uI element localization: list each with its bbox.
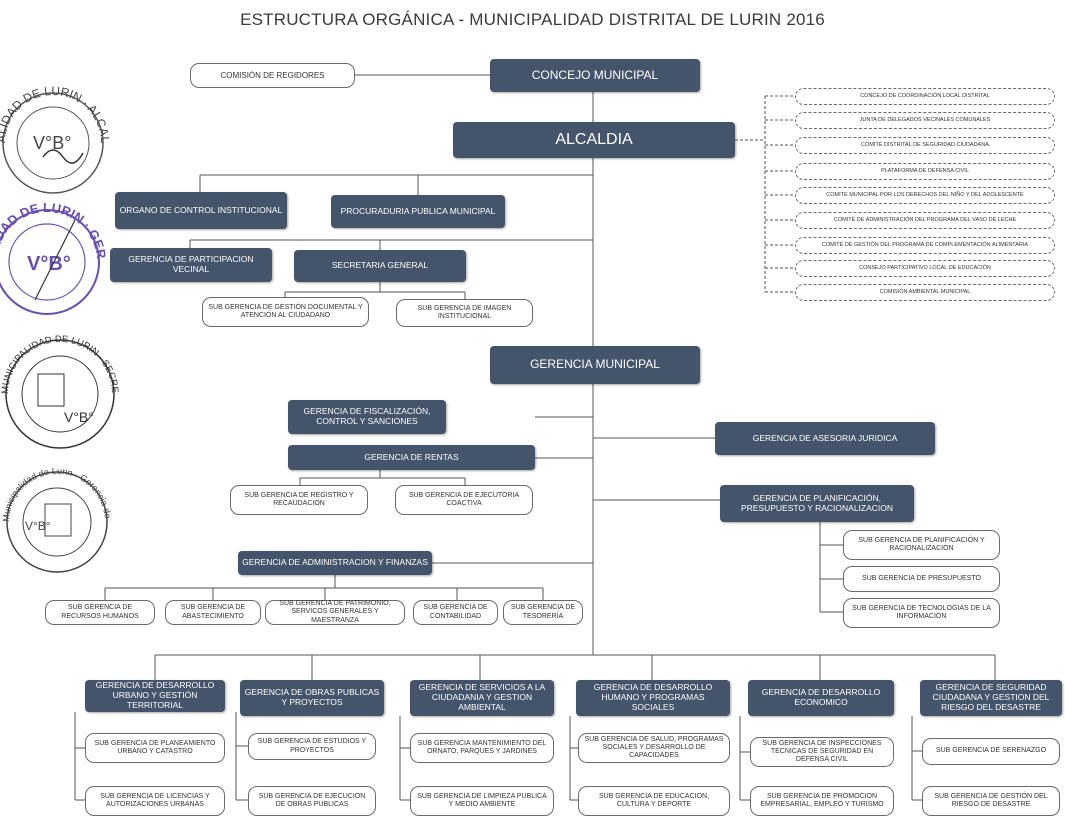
sub-imagen-institucional-box: SUB GERENCIA DE IMAGEN INSTITUCIONAL: [396, 299, 533, 327]
consultivo-item: CONSEJO PARTICIPATIVO LOCAL DE EDUCACIÓN: [795, 260, 1055, 277]
gerencia-seguridad-ciudadana-box: GERENCIA DE SEGURIDAD CIUDADANA Y GESTIO…: [920, 680, 1062, 716]
sub-planeamiento-box: SUB GERENCIA DE PLANEAMIENTO URBANO Y CA…: [85, 733, 225, 763]
sub-contabilidad-box: SUB GERENCIA DE CONTABILIDAD: [413, 600, 498, 625]
procuraduria-box: PROCURADURIA PUBLICA MUNICIPAL: [331, 195, 505, 228]
consultivo-item: COMITÉ DISTRITAL DE SEGURIDAD CIUDADANA: [795, 137, 1055, 154]
svg-text:V°B°: V°B°: [25, 519, 51, 533]
sub-gestion-documental-box: SUB GERENCIA DE GESTIÓN DOCUMENTAL Y ATE…: [202, 297, 369, 327]
planificacion-box: GERENCIA DE PLANIFICACIÓN, PRESUPUESTO Y…: [720, 485, 914, 522]
gerencia-servicios-ciudadania-box: GERENCIA DE SERVICIOS A LA CIUDADANIA Y …: [410, 680, 554, 716]
asesoria-seal-stamp: Municipalidad de Lurin · Gerencia de Ase…: [0, 460, 113, 573]
chart-title: ESTRUCTURA ORGÁNICA - MUNICIPALIDAD DIST…: [240, 10, 825, 29]
sub-tecnologias-box: SUB GERENCIA DE TECNOLOGIAS DE LA INFORM…: [843, 598, 1000, 628]
sub-ejecutoria-box: SUB GERENCIA DE EJECUTORIA COACTIVA: [395, 485, 533, 515]
oci-box: ORGANO DE CONTROL INSTITUCIONAL: [115, 192, 287, 229]
sub-gestion-riesgo-box: SUB GERENCIA DE GESTIÓN DEL RIESGO DE DE…: [922, 786, 1060, 816]
sub-educacion-cultura-box: SUB GERENCIA DE EDUCACION, CULTURA Y DEP…: [578, 786, 730, 816]
consultivo-item: COMITÉ DE GESTIÓN DEL PROGRAMA DE COMPLE…: [795, 237, 1055, 254]
sub-promocion-empresarial-box: SUB GERENCIA DE PROMOCION EMPRESARIAL, E…: [750, 786, 894, 816]
comision-regidores-box: COMISIÓN DE REGIDORES: [190, 63, 355, 88]
sub-rrhh-box: SUB GERENCIA DE RECURSOS HUMANOS: [45, 600, 155, 625]
asesoria-juridica-box: GERENCIA DE ASESORIA JURIDICA: [715, 422, 935, 455]
gerencia-seal-stamp: ALIDAD DE LURIN · GERENCIA MUNICIPAL V°B…: [0, 200, 109, 315]
sub-estudios-box: SUB GERENCIA DE ESTUDIOS Y PROYECTOS: [248, 733, 376, 760]
sub-serenazgo-box: SUB GERENCIA DE SERENAZGO: [922, 738, 1060, 765]
sub-limpieza-publica-box: SUB GERENCIA DE LIMPIEZA PUBLICA Y MEDIO…: [410, 786, 554, 816]
sub-salud-programas-box: SUB GERENCIA DE SALUD, PROGRAMAS SOCIALE…: [578, 733, 730, 763]
gerencia-desarrollo-economico-box: GERENCIA DE DESARROLLO ECONOMICO: [748, 680, 894, 716]
alcaldia-box: ALCALDIA: [453, 122, 735, 158]
sub-planificacion-box: SUB GERENCIA DE PLANIFICACIÓN Y RACIONAL…: [843, 530, 1000, 560]
sub-inspecciones-box: SUB GERENCIA DE INSPECCIONES TECNICAS DE…: [750, 737, 894, 767]
rentas-box: GERENCIA DE RENTAS: [288, 445, 535, 470]
sub-mantenimiento-ornato-box: SUB GERENCIA MANTENIMIENTO DEL ORNATO, P…: [410, 733, 554, 763]
sub-patrimonio-box: SUB GERENCIA DE PATRIMONIO, SERVICOS GEN…: [265, 600, 405, 625]
gerencia-desarrollo-urbano-box: GERENCIA DE DESARROLLO URBANO Y GESTIÓN …: [85, 680, 225, 712]
sub-registro-box: SUB GERENCIA DE REGISTRO Y RECAUDACION: [230, 485, 368, 515]
consultivo-item: COMISIÓN AMBIENTAL MUNICIPAL: [795, 284, 1055, 301]
svg-text:Municipalidad de Lurin · Geren: Municipalidad de Lurin · Gerencia de Ase…: [0, 460, 113, 522]
concejo-municipal-box: CONCEJO MUNICIPAL: [490, 59, 700, 92]
consultivo-item: PLATAFORMA DE DEFENSA CIVIL: [795, 163, 1055, 180]
secretaria-general-box: SECRETARIA GENERAL: [294, 250, 466, 282]
fiscalizacion-box: GERENCIA DE FISCALIZACIÓN, CONTROL Y SAN…: [288, 400, 446, 434]
svg-text:V°B°: V°B°: [27, 253, 71, 275]
secretaria-seal-stamp: MUNICIPALIDAD DE LURIN · SECRETARIA GENE…: [0, 330, 120, 449]
sub-abastecimiento-box: SUB GERENCIA DE ABASTECIMIENTO: [165, 600, 261, 625]
alcaldia-seal-stamp: ALIDAD DE LURIN · ALCALDIA V°B°: [0, 85, 112, 194]
sub-ejecucion-obras-box: SUB GERENCIA DE EJECUCION DE OBRAS PUBLI…: [248, 786, 376, 816]
gerencia-desarrollo-humano-box: GERENCIA DE DESARROLLO HUMANO Y PROGRAMA…: [576, 680, 730, 716]
consultivo-item: COMITÉ DE ADMINISTRACIÓN DEL PROGRAMA DE…: [795, 212, 1055, 229]
gerencia-obras-publicas-box: GERENCIA DE OBRAS PUBLICAS Y PROYECTOS: [240, 680, 384, 716]
svg-text:MUNICIPALIDAD DE LURIN · SECRE: MUNICIPALIDAD DE LURIN · SECRETARIA GENE…: [0, 330, 120, 394]
sub-tesoreria-box: SUB GERENCIA DE TESORERÍA: [503, 600, 583, 625]
administracion-finanzas-box: GERENCIA DE ADMINISTRACION Y FINANZAS: [238, 551, 432, 575]
sub-licencias-box: SUB GERENCIA DE LICENCIAS Y AUTORIZACION…: [85, 786, 225, 816]
participacion-vecinal-box: GERENCIA DE PARTICIPACION VECINAL: [110, 248, 272, 282]
consultivo-item: COMITÉ MUNICIPAL POR LOS DERECHOS DEL NI…: [795, 187, 1055, 204]
gerencia-municipal-box: GERENCIA MUNICIPAL: [490, 346, 700, 384]
consultivo-item: CONCEJO DE COORDINACIÓN LOCAL DISTRITAL: [795, 88, 1055, 105]
sub-presupuesto-box: SUB GERENCIA DE PRESUPUESTO: [843, 566, 1000, 592]
consultivo-item: JUNTA DE DELEGADOS VECINALES COMUNALES: [795, 112, 1055, 129]
svg-text:V°B°: V°B°: [33, 133, 71, 153]
svg-text:V°B°: V°B°: [64, 409, 94, 425]
